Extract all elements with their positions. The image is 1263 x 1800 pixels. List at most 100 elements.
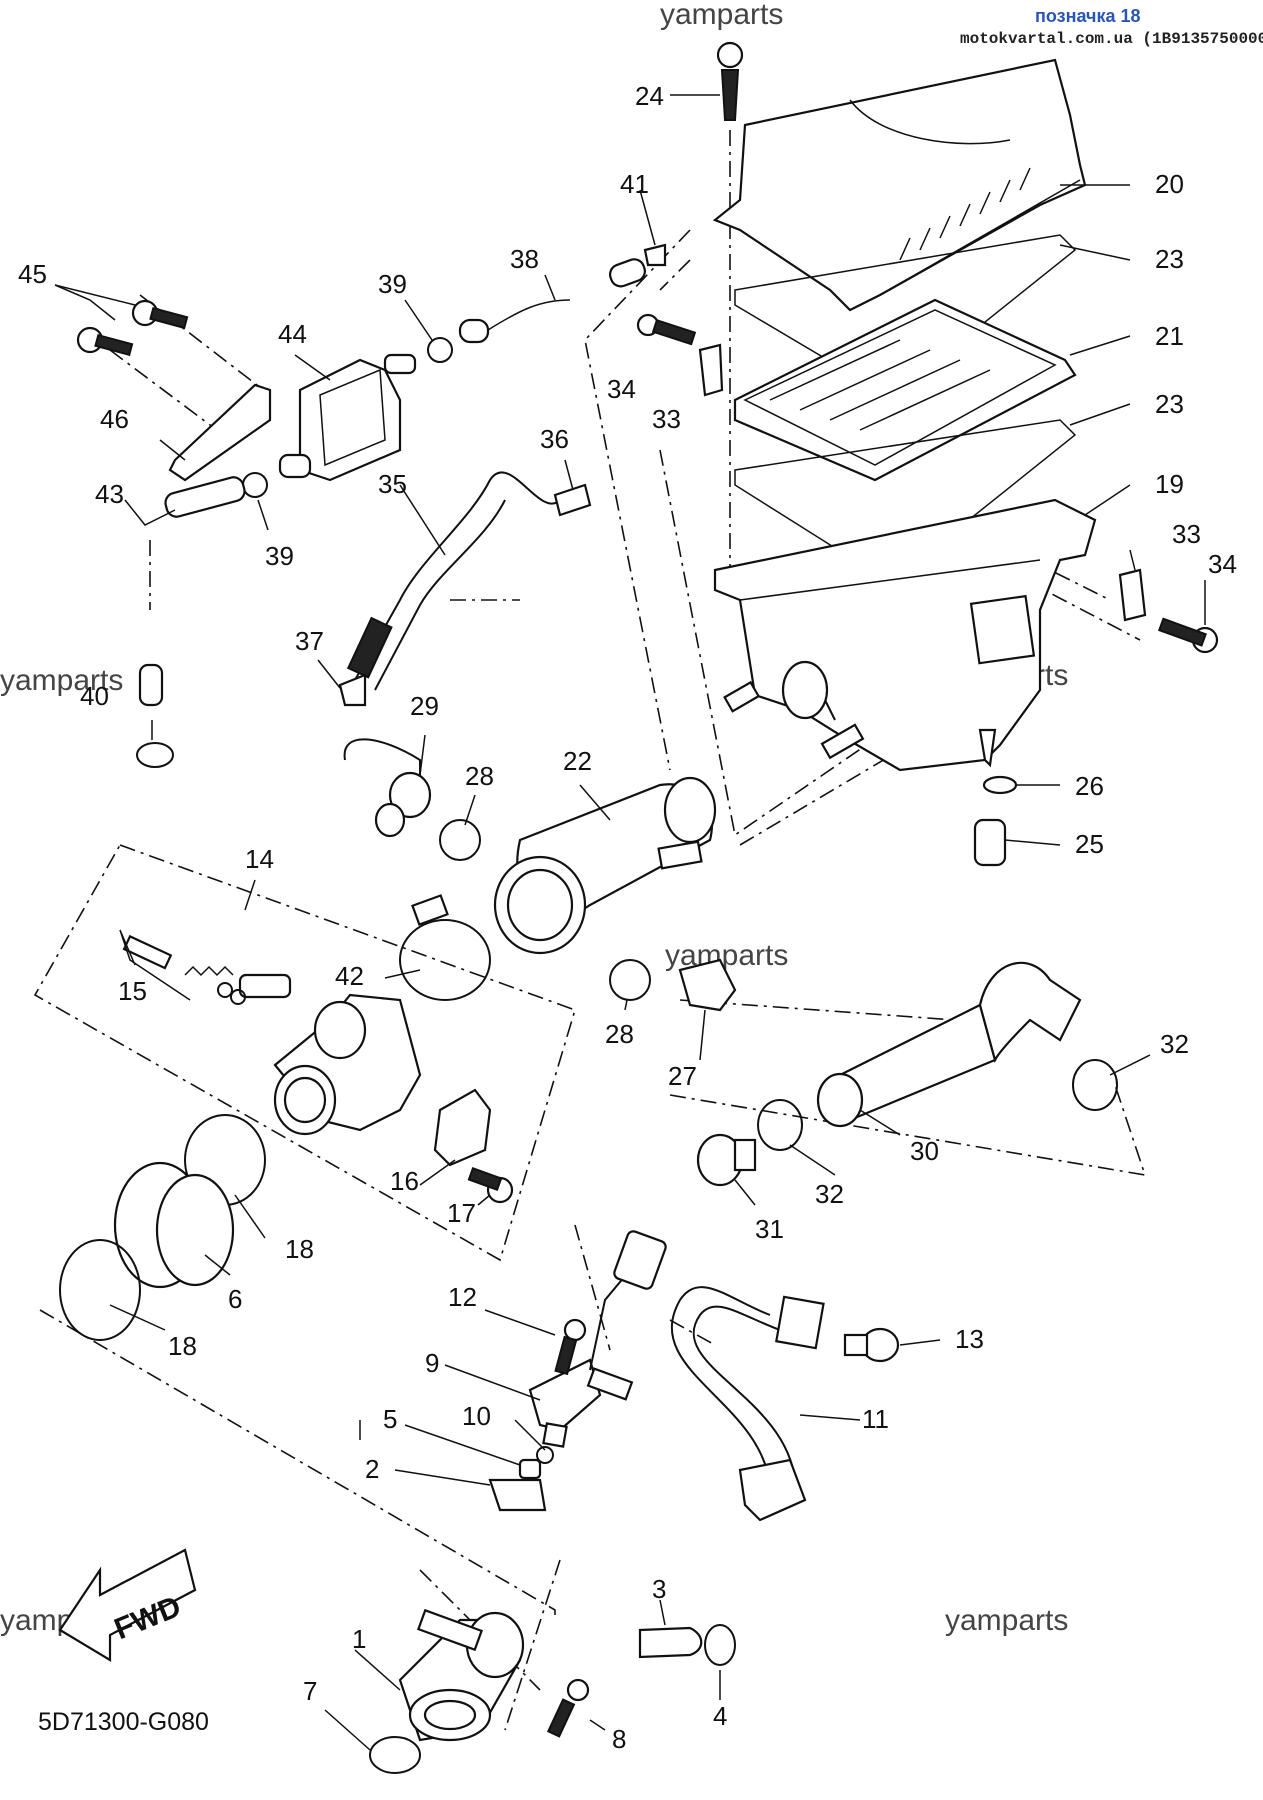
airbox-cover xyxy=(712,58,1087,312)
callout-7: 7 xyxy=(303,1676,317,1706)
cover-screw xyxy=(716,41,744,121)
breather-hose xyxy=(346,471,561,691)
watermark-top: yamparts xyxy=(660,0,783,31)
clamp-28-upper xyxy=(439,819,481,861)
callout-labels: 1 2 3 4 5 6 7 8 9 10 11 12 13 14 15 16 1… xyxy=(18,81,1237,1754)
callout-22: 22 xyxy=(563,746,592,776)
air-filter-element xyxy=(733,298,1077,482)
callout-15: 15 xyxy=(118,976,147,1006)
clamp-42 xyxy=(399,894,491,1001)
cap-13 xyxy=(843,1327,900,1363)
callout-33-lower: 33 xyxy=(1172,519,1201,549)
callout-3: 3 xyxy=(652,1574,666,1604)
site-info: motokvartal.com.ua (1B9135750000) xyxy=(960,30,1263,48)
hose-38 xyxy=(458,258,646,344)
callout-39-upper: 39 xyxy=(378,269,407,299)
diagram-code: 5D71300-G080 xyxy=(38,1708,209,1736)
callout-24: 24 xyxy=(635,81,664,111)
callout-26: 26 xyxy=(1075,771,1104,801)
valve-44 xyxy=(278,353,417,482)
callout-32-left: 32 xyxy=(815,1179,844,1209)
leader-lines xyxy=(54,94,1206,1751)
airbox-case xyxy=(713,498,1097,772)
callout-17: 17 xyxy=(447,1198,476,1228)
fuel-injector xyxy=(528,1230,667,1448)
callout-18-lower: 18 xyxy=(168,1331,197,1361)
callout-34-upper: 34 xyxy=(607,374,636,404)
collar-5 xyxy=(518,1458,542,1480)
fwd-arrow: FWD xyxy=(58,1548,197,1662)
callout-31: 31 xyxy=(755,1214,784,1244)
callout-39-lower: 39 xyxy=(265,541,294,571)
callout-23-upper: 23 xyxy=(1155,244,1184,274)
drain-clamp xyxy=(982,775,1018,795)
clip-37 xyxy=(338,673,367,707)
watermark-center: yamparts xyxy=(665,939,788,972)
clamp-39-upper xyxy=(427,337,453,363)
clamp-40 xyxy=(136,742,174,768)
callout-20: 20 xyxy=(1155,169,1184,199)
bracket-46 xyxy=(168,383,272,482)
callout-2: 2 xyxy=(365,1454,379,1484)
clip-36 xyxy=(553,483,592,517)
clamp-32-left xyxy=(757,1099,803,1151)
callout-27: 27 xyxy=(668,1061,697,1091)
sensor-16 xyxy=(433,1088,492,1167)
callout-35: 35 xyxy=(378,469,407,499)
intake-joint-22 xyxy=(493,776,717,955)
screw-17 xyxy=(467,1166,514,1204)
clamp-4 xyxy=(704,1624,736,1666)
clip-33-lower xyxy=(1118,568,1147,622)
bolt-34-upper xyxy=(636,313,697,346)
callout-9: 9 xyxy=(425,1348,439,1378)
callout-30: 30 xyxy=(910,1136,939,1166)
callout-28-upper: 28 xyxy=(465,761,494,791)
clamp-18-lower xyxy=(59,1239,141,1341)
hose-43 xyxy=(138,476,246,707)
callout-13: 13 xyxy=(955,1324,984,1354)
callout-41: 41 xyxy=(620,169,649,199)
bolt-8 xyxy=(546,1678,590,1738)
watermark-left: yamparts xyxy=(0,664,123,697)
callout-25: 25 xyxy=(1075,829,1104,859)
throttle-body xyxy=(238,973,422,1136)
fuel-hose-11 xyxy=(671,1286,825,1522)
callout-32-right: 32 xyxy=(1160,1029,1189,1059)
sensor-27 xyxy=(678,958,737,1012)
callout-8: 8 xyxy=(612,1724,626,1754)
callout-21: 21 xyxy=(1155,321,1184,351)
screw-set-15 xyxy=(122,934,246,1005)
callout-43: 43 xyxy=(95,479,124,509)
callout-14: 14 xyxy=(245,844,274,874)
callout-36: 36 xyxy=(540,424,569,454)
callout-16: 16 xyxy=(390,1166,419,1196)
clamp-28-lower xyxy=(609,959,651,1001)
clip-41 xyxy=(643,243,667,267)
clamp-32-right xyxy=(1072,1059,1118,1111)
callout-46: 46 xyxy=(100,404,129,434)
callout-4: 4 xyxy=(713,1701,727,1731)
callout-28-lower: 28 xyxy=(605,1019,634,1049)
callout-29: 29 xyxy=(410,691,439,721)
o-ring-7 xyxy=(369,1736,421,1774)
cap-31 xyxy=(696,1133,757,1187)
o-ring-10 xyxy=(536,1446,554,1464)
drain-plug xyxy=(973,818,1007,867)
joint-hose-29 xyxy=(343,738,432,838)
callout-45: 45 xyxy=(18,259,47,289)
holder-2 xyxy=(488,1478,547,1512)
callout-19: 19 xyxy=(1155,469,1184,499)
callout-11: 11 xyxy=(862,1404,889,1434)
bolt-34-lower xyxy=(1157,617,1219,654)
plug-3 xyxy=(638,1626,703,1659)
callout-12: 12 xyxy=(448,1282,477,1312)
callout-38: 38 xyxy=(510,244,539,274)
callout-23-lower: 23 xyxy=(1155,389,1184,419)
joint-6 xyxy=(113,1161,235,1289)
callout-10: 10 xyxy=(462,1401,491,1431)
hose-30 xyxy=(816,961,1082,1128)
clip-33-upper xyxy=(698,343,724,397)
callout-44: 44 xyxy=(278,319,307,349)
callout-33-upper: 33 xyxy=(652,404,681,434)
